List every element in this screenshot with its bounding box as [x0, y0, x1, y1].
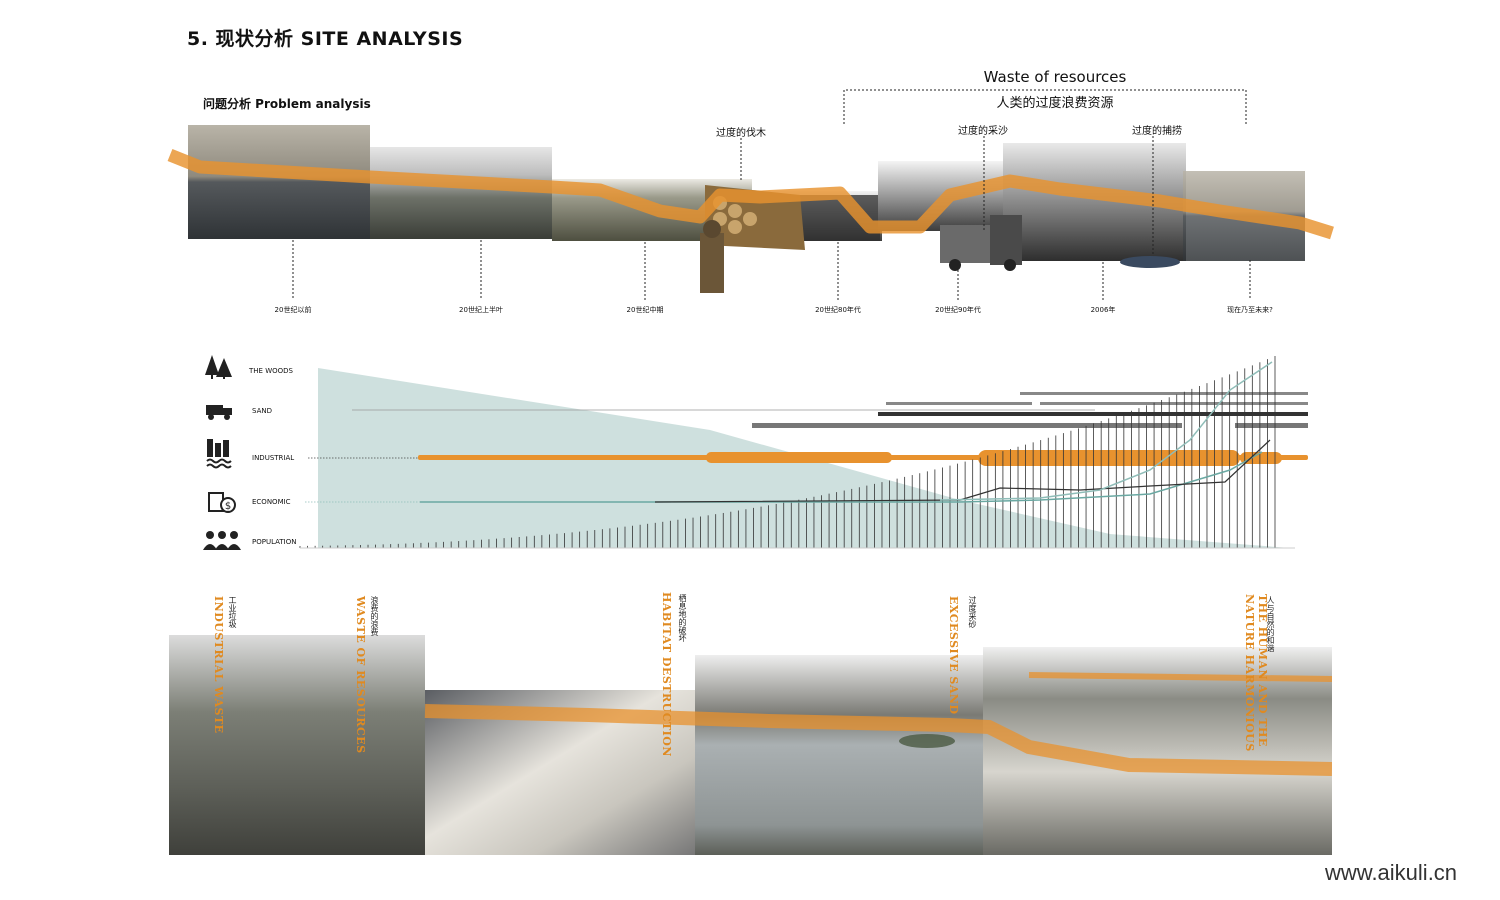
vertical-label-waste-resources: WASTE OF RESOURCES	[354, 596, 367, 754]
timeline-label: 现在乃至未来?	[1227, 306, 1273, 314]
economic-teal-line	[420, 451, 1263, 503]
money-icon: $	[208, 492, 236, 513]
page-title: 5. 现状分析 SITE ANALYSIS	[187, 28, 464, 50]
vertical-label-sand: EXCESSIVE SAND	[947, 596, 960, 715]
vertical-label-industrial-waste: INDUSTRIAL WASTE	[212, 596, 225, 734]
vertical-label-harmonious: THE HUMAN AND THE NATURE HARMONIOUS	[1243, 594, 1269, 752]
vertical-label-cn: 人与自然的和谐	[1266, 596, 1275, 652]
timeline-label: 20世纪90年代	[935, 306, 981, 314]
waste-resources-subtitle: 人类的过度浪费资源	[996, 96, 1114, 111]
leader-lines	[292, 136, 1251, 300]
timeline-label: 20世纪上半叶	[459, 306, 503, 314]
timeline-label: 2006年	[1090, 306, 1116, 314]
issue-label-logging: 过度的伐木	[716, 128, 766, 139]
issue-label-fishing: 过度的捕捞	[1132, 126, 1182, 137]
vertical-label-cn: 工业垃圾	[228, 596, 237, 628]
waste-bracket	[843, 89, 1247, 124]
timeline-label: 20世纪以前	[274, 306, 312, 314]
legend-label-woods: THE WOODS	[249, 367, 293, 375]
vertical-label-cn: 浪费的浪费	[370, 596, 379, 636]
watermark: www.aikuli.cn	[1325, 860, 1458, 885]
waste-resources-title: Waste of resources	[983, 68, 1127, 86]
legend-label-industrial: INDUSTRIAL	[252, 454, 295, 462]
legend-label-population: POPULATION	[252, 538, 297, 546]
problem-analysis-title: 问题分析 Problem analysis	[203, 97, 371, 111]
svg-text:$: $	[225, 501, 231, 512]
vertical-label-cn: 过度采砂	[968, 596, 977, 628]
photo-excessive-sand	[695, 655, 983, 855]
timeline-label: 20世纪中期	[626, 306, 664, 314]
truck-icon	[206, 405, 232, 420]
people-icon	[203, 531, 241, 550]
issue-label-sand: 过度的采沙	[958, 126, 1008, 137]
timeline-photo-strip	[167, 125, 1334, 293]
factory-icon	[206, 439, 232, 469]
bottom-photo-strip	[169, 635, 1332, 855]
photo-industrial-waste	[169, 635, 425, 855]
fishing-boat-image	[1120, 256, 1180, 268]
sand-truck-image	[940, 215, 1022, 271]
vertical-label-habitat: HABITAT DESTRUCTION	[660, 592, 673, 757]
population-trend-line	[939, 361, 1273, 501]
trees-icon	[205, 355, 232, 379]
resource-trend-chart	[299, 356, 1308, 549]
timeline-label: 20世纪80年代	[815, 306, 861, 314]
legend-label-sand: SAND	[252, 407, 272, 415]
legend-label-economic: ECONOMIC	[252, 498, 291, 506]
terrain-orange-line	[167, 148, 1334, 240]
bottom-orange-line	[424, 704, 1332, 776]
vertical-label-cn: 栖息地的破坏	[678, 594, 687, 642]
activity-bars	[752, 392, 1308, 428]
